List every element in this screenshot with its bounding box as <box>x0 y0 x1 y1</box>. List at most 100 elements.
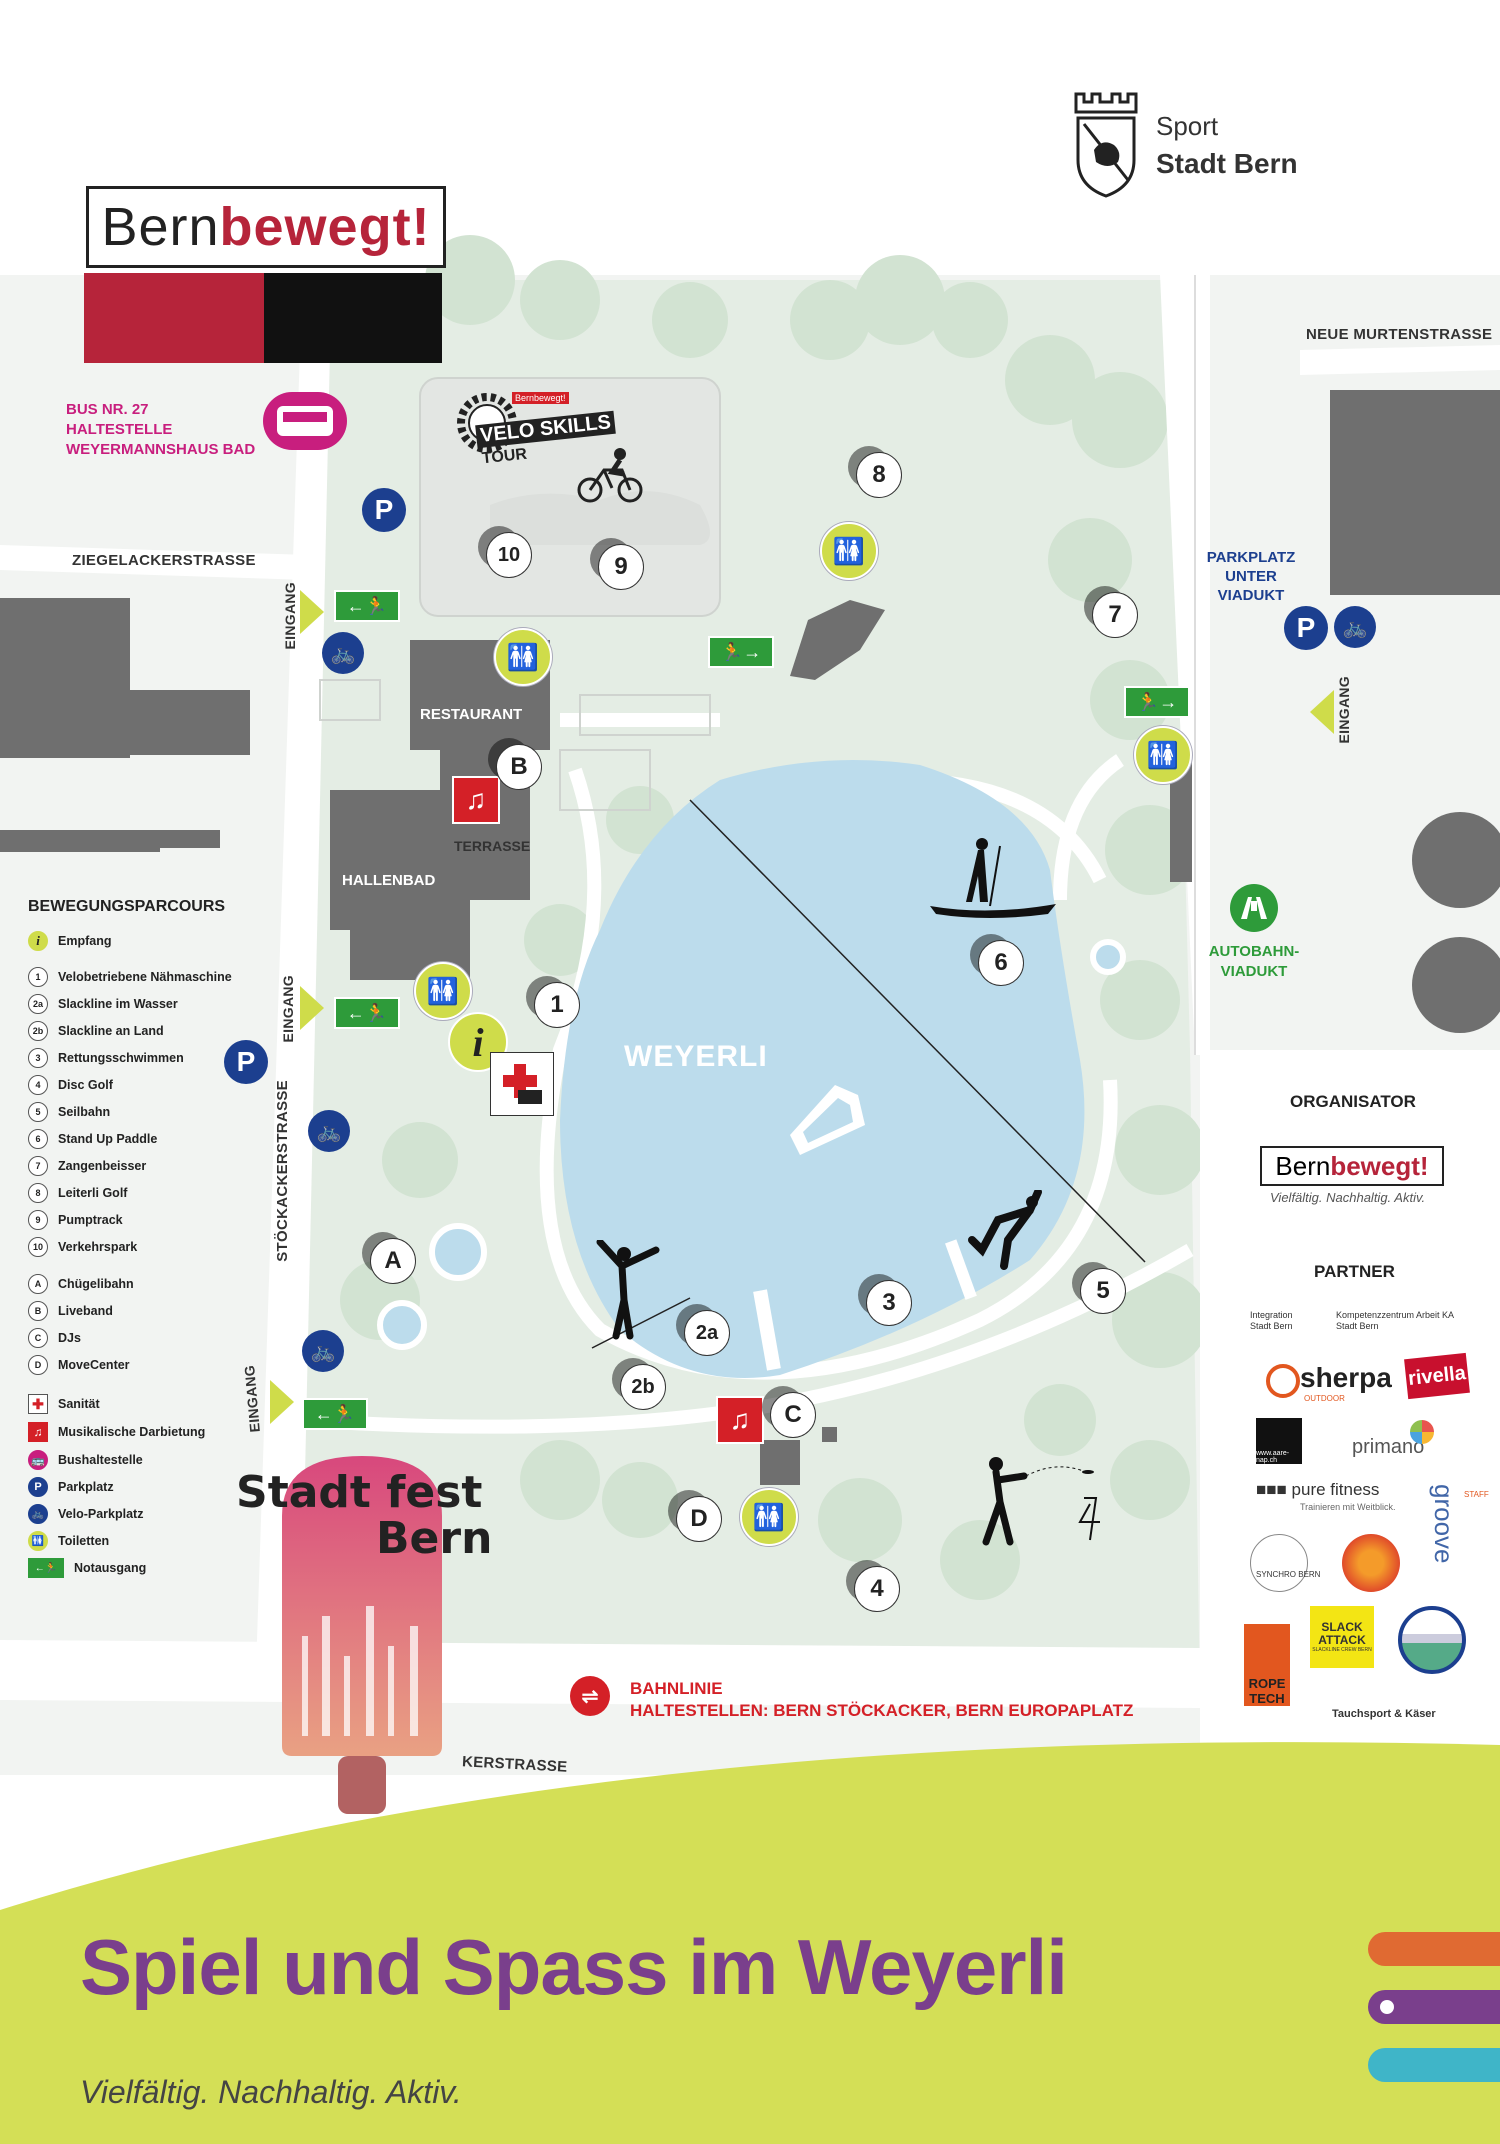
logo-color-bar-red <box>84 273 264 363</box>
toilet-icon: 🚻 <box>28 1531 48 1551</box>
marker-1[interactable]: 1 <box>534 982 580 1028</box>
partner-title: PARTNER <box>1314 1262 1395 1281</box>
partner-integration-line2: Stadt Bern <box>1250 1321 1293 1331</box>
logo-color-bar-black <box>264 273 442 363</box>
marker-7[interactable]: 7 <box>1092 592 1138 638</box>
bike-parking-icon[interactable]: 🚲 <box>302 1330 344 1372</box>
marker-3[interactable]: 3 <box>866 1280 912 1326</box>
marker-A[interactable]: A <box>370 1238 416 1284</box>
rail-line1: BAHNLINIE <box>630 1679 723 1698</box>
bus-line2: HALTESTELLE <box>66 421 173 438</box>
emergency-exit-icon: 🏃→ <box>1124 686 1190 718</box>
emergency-exit-icon: ←🏃 <box>334 997 400 1029</box>
partner-sherpa: sherpa <box>1300 1362 1392 1394</box>
marker-2b[interactable]: 2b <box>620 1364 666 1410</box>
parking-icon[interactable]: P <box>224 1040 268 1084</box>
partner-aarenap: www.aare-nap.ch <box>1256 1418 1302 1464</box>
legend-icon: 6 <box>28 1129 48 1149</box>
partner-tauchsport: Tauchsport & Käser <box>1332 1708 1436 1720</box>
marker-2a[interactable]: 2a <box>684 1310 730 1356</box>
toilet-icon[interactable]: 🚻 <box>820 522 878 580</box>
partner-sherpa-text: sherpa <box>1300 1362 1392 1393</box>
footer-title: Spiel und Spass im Weyerli <box>80 1923 1068 2011</box>
parking-viaduct-line1: PARKPLATZ <box>1206 549 1296 566</box>
marker-9[interactable]: 9 <box>598 544 644 590</box>
legend-icon: A <box>28 1274 48 1294</box>
legend-label: MoveCenter <box>58 1358 130 1372</box>
partner-slack-line2: ATTACK <box>1318 1632 1366 1647</box>
footer-tagline: Vielfältig. Nachhaltig. Aktiv. <box>80 2074 462 2110</box>
parking-icon[interactable]: P <box>1284 606 1328 650</box>
parking-icon[interactable]: P <box>362 488 406 532</box>
toilet-icon[interactable]: 🚻 <box>414 962 472 1020</box>
partner-aarenap-text: www.aare-nap.ch <box>1256 1450 1290 1464</box>
legend-icon: 4 <box>28 1075 48 1095</box>
legend-icon: 8 <box>28 1183 48 1203</box>
sanitaet-icon[interactable] <box>490 1052 554 1116</box>
marker-C[interactable]: C <box>770 1392 816 1438</box>
marker-6[interactable]: 6 <box>978 940 1024 986</box>
marker-D[interactable]: D <box>676 1496 722 1542</box>
music-icon[interactable]: ♫ <box>452 776 500 824</box>
bike-parking-icon[interactable]: 🚲 <box>1334 606 1376 648</box>
partner-rope-line1: ROPE <box>1248 1676 1286 1691</box>
bike-parking-icon[interactable]: 🚲 <box>322 632 364 674</box>
slackliner-icon <box>596 1240 660 1340</box>
building-restaurant: RESTAURANT <box>420 706 523 723</box>
motorway-line1: AUTOBAHN- <box>1208 943 1300 960</box>
legend-label: Parkplatz <box>58 1480 114 1494</box>
organizer-title: ORGANISATOR <box>1290 1092 1416 1111</box>
emergency-exit-icon: ←🏃 <box>28 1558 64 1578</box>
partner-round-logo <box>1398 1606 1466 1674</box>
building-terrasse: TERRASSE <box>454 838 531 854</box>
rail-label: BAHNLINIE HALTESTELLEN: BERN STÖCKACKER,… <box>630 1678 1133 1722</box>
partner-synchro: SYNCHRO BERN <box>1256 1570 1321 1579</box>
legend-label: Disc Golf <box>58 1078 113 1092</box>
entrance-label-right: EINGANG <box>1336 676 1352 744</box>
legend-row-bike: 🚲Velo-Parkplatz <box>28 1504 143 1524</box>
toilet-icon[interactable]: 🚻 <box>740 1488 798 1546</box>
legend-icon: 9 <box>28 1210 48 1230</box>
bus-stop-icon[interactable] <box>263 392 347 450</box>
toilet-icon[interactable]: 🚻 <box>1134 726 1192 784</box>
bus-stop-label: BUS NR. 27 HALTESTELLE WEYERMANNSHAUS BA… <box>66 400 255 460</box>
music-icon[interactable]: ♫ <box>716 1396 764 1444</box>
legend-row-toilet: 🚻 Toiletten <box>28 1531 109 1551</box>
entrance-arrow-bottom <box>270 1380 294 1424</box>
partner-integration-line1: Integration <box>1250 1310 1293 1320</box>
toilet-icon[interactable]: 🚻 <box>494 628 552 686</box>
bern-coat-of-arms-icon <box>1074 92 1138 198</box>
legend-label: Bushaltestelle <box>58 1453 143 1467</box>
marker-5[interactable]: 5 <box>1080 1268 1126 1314</box>
legend-label: Zangenbeisser <box>58 1159 147 1173</box>
legend-icon: B <box>28 1301 48 1321</box>
marker-B[interactable]: B <box>496 744 542 790</box>
legend-icon: 5 <box>28 1102 48 1122</box>
rail-icon: ⇌ <box>570 1676 610 1716</box>
legend-row-station: 4 Disc Golf <box>28 1075 113 1095</box>
zipline-rider-icon <box>968 1190 1042 1270</box>
legend-label: Rettungsschwimmen <box>58 1051 184 1065</box>
legend-icon: 1 <box>28 967 48 987</box>
organizer-logo-part1: Bern <box>1275 1150 1331 1181</box>
street-neue-murtenstrasse: NEUE MURTENSTRASSE <box>1306 326 1493 343</box>
lake-label: WEYERLI <box>624 1040 768 1073</box>
legend-row-sanitaet: ✚Sanität <box>28 1394 100 1414</box>
marker-8[interactable]: 8 <box>856 452 902 498</box>
primano-flower-icon <box>1410 1420 1434 1444</box>
bike-parking-icon[interactable]: 🚲 <box>308 1110 350 1152</box>
marker-4[interactable]: 4 <box>854 1566 900 1612</box>
legend-icon: 2b <box>28 1021 48 1041</box>
legend-label: Toiletten <box>58 1534 110 1548</box>
marker-10[interactable]: 10 <box>486 532 532 578</box>
partner-slack-line1: SLACK <box>1321 1619 1363 1634</box>
